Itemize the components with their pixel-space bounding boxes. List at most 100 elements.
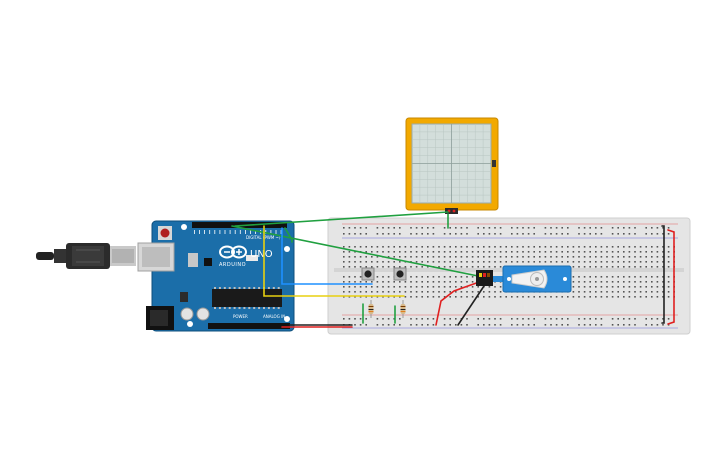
rail-hole (511, 227, 513, 229)
arduino-uno-board[interactable]: UNO ARDUINO DIGITAL (PWM ~) POWER ANALOG… (137, 220, 295, 332)
terminal-hole (460, 281, 463, 283)
terminal-hole (667, 291, 670, 293)
terminal-hole (471, 256, 474, 258)
terminal-hole (348, 261, 351, 263)
oscilloscope[interactable] (405, 117, 499, 214)
terminal-hole (359, 256, 362, 258)
rail-hole (555, 233, 558, 235)
resistor-2[interactable] (400, 300, 406, 318)
rail-hole (354, 227, 356, 229)
terminal-hole (443, 256, 446, 258)
rail-hole (516, 233, 519, 235)
terminal-hole (539, 256, 541, 258)
terminal-hole (343, 266, 345, 268)
rail-hole (600, 318, 603, 320)
wire-green-short-a (284, 227, 293, 243)
terminal-hole (639, 246, 642, 248)
rail-hole (354, 318, 356, 320)
terminal-hole (611, 266, 614, 268)
terminal-hole (348, 281, 351, 283)
rail-hole (634, 227, 636, 229)
terminal-hole (449, 246, 451, 248)
terminal-hole (628, 291, 631, 293)
rail-hole (432, 227, 435, 229)
rail-hole (343, 227, 345, 229)
rail-hole (611, 324, 614, 326)
servo-motor[interactable] (476, 265, 572, 293)
terminal-hole (376, 276, 379, 278)
terminal-hole (354, 276, 356, 278)
terminal-hole (488, 291, 491, 293)
terminal-hole (656, 251, 659, 253)
rail-hole (611, 227, 614, 229)
rail-hole (617, 318, 619, 320)
rail-hole (656, 318, 659, 320)
resistor-1[interactable] (368, 300, 374, 318)
terminal-hole (499, 266, 502, 268)
terminal-hole (522, 251, 524, 253)
arduino-logo-icon (219, 245, 247, 259)
rail-hole (499, 227, 502, 229)
rail-hole (393, 324, 395, 326)
chip-pin (272, 307, 275, 309)
terminal-hole (343, 286, 345, 288)
terminal-hole (628, 256, 631, 258)
terminal-hole (460, 291, 463, 293)
rail-hole (410, 233, 412, 235)
push-button-2[interactable] (393, 267, 407, 281)
rail-hole (421, 324, 423, 326)
pin-mark (275, 230, 277, 234)
terminal-hole (511, 246, 513, 248)
terminal-hole (387, 291, 390, 293)
rail-hole (399, 233, 401, 235)
terminal-hole (606, 286, 608, 288)
terminal-hole (555, 246, 558, 248)
board-model-label: UNO (250, 249, 273, 260)
rail-hole (611, 318, 614, 320)
rail-hole (550, 227, 552, 229)
terminal-hole (365, 286, 367, 288)
terminal-hole (399, 286, 401, 288)
terminal-hole (583, 286, 586, 288)
terminal-hole (561, 296, 563, 298)
pin-mark (255, 230, 256, 234)
rail-hole (376, 324, 379, 326)
rail-hole (488, 233, 491, 235)
terminal-hole (611, 296, 614, 298)
terminal-hole (354, 281, 356, 283)
terminal-hole (359, 246, 362, 248)
terminal-hole (611, 256, 614, 258)
pin-mark (224, 230, 226, 234)
rail-hole (578, 324, 580, 326)
rail-hole (410, 324, 412, 326)
terminal-hole (651, 286, 653, 288)
chip-pin (228, 287, 231, 289)
terminal-hole (438, 266, 440, 268)
rail-hole (617, 324, 619, 326)
terminal-hole (578, 286, 580, 288)
rail-hole (387, 233, 390, 235)
push-button-1[interactable] (361, 267, 375, 281)
terminal-hole (449, 251, 451, 253)
usb-cable-icon[interactable] (36, 243, 136, 269)
terminal-hole (522, 256, 524, 258)
power-jack-icon[interactable] (146, 306, 174, 330)
reset-button-icon[interactable] (158, 226, 172, 240)
rail-hole (343, 318, 345, 320)
terminal-hole (611, 246, 614, 248)
terminal-hole (488, 296, 491, 298)
terminal-hole (348, 286, 351, 288)
rail-hole (667, 324, 670, 326)
terminal-hole (606, 256, 608, 258)
terminal-hole (662, 266, 664, 268)
terminal-hole (483, 296, 485, 298)
terminal-hole (488, 251, 491, 253)
rail-hole (651, 227, 653, 229)
terminal-hole (589, 256, 591, 258)
terminal-hole (343, 246, 345, 248)
rail-hole (583, 318, 586, 320)
rail-hole (494, 318, 496, 320)
chip-pin (223, 307, 226, 309)
pin-mark (229, 230, 231, 234)
terminal-hole (477, 261, 479, 263)
